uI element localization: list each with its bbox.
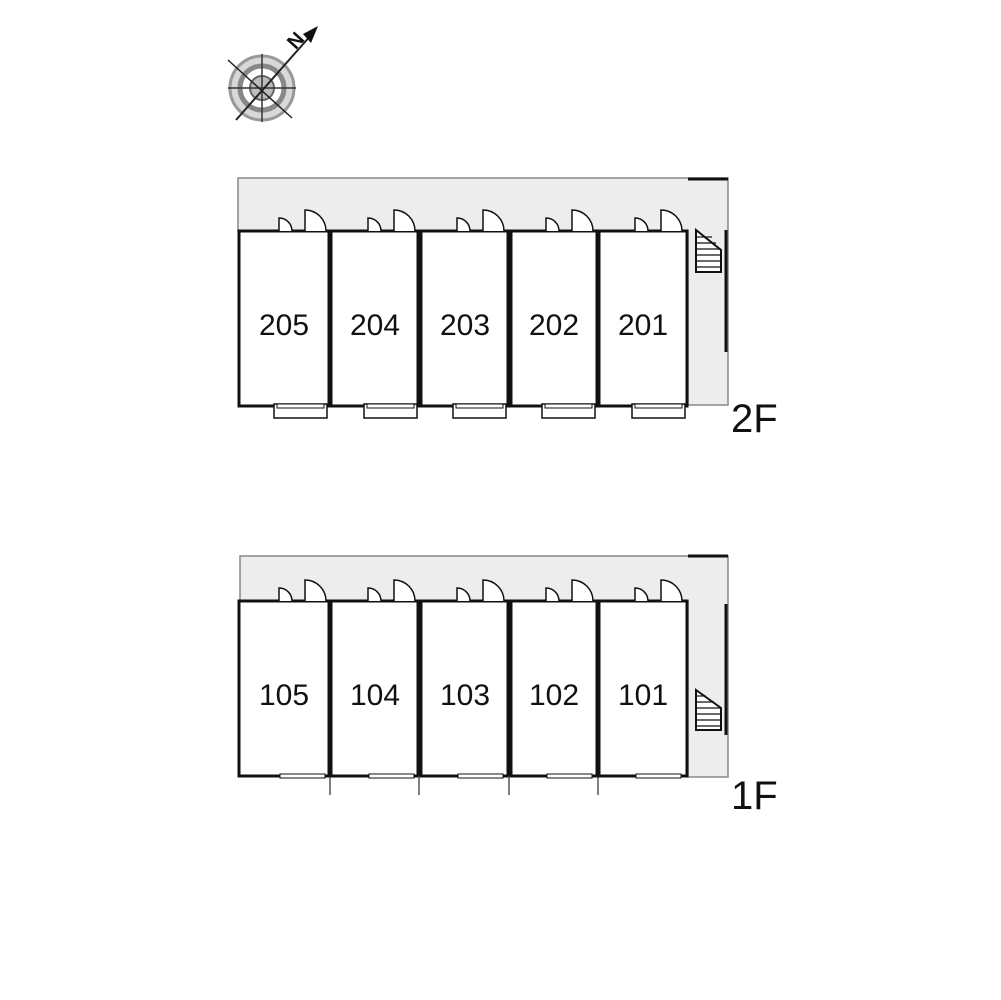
- floor-1f: 105 104 103: [237, 554, 778, 818]
- window-icon: [366, 403, 415, 409]
- door-icon: [278, 579, 327, 602]
- floor-2f: 205 204 203: [237, 177, 778, 441]
- unit-105-label: 105: [259, 679, 309, 712]
- unit-101-label: 101: [618, 679, 668, 712]
- door-icon: [456, 209, 505, 232]
- unit-204-label: 204: [350, 309, 400, 342]
- unit-103: 103: [419, 579, 510, 795]
- door-icon: [367, 579, 416, 602]
- door-icon: [278, 209, 327, 232]
- unit-102-label: 102: [529, 679, 579, 712]
- unit-201: 201: [597, 209, 689, 419]
- door-icon: [545, 209, 594, 232]
- door-icon: [456, 579, 505, 602]
- unit-101: 101: [597, 579, 689, 779]
- window-icon: [544, 403, 593, 409]
- unit-105: 105: [237, 579, 331, 795]
- unit-204: 204: [329, 209, 420, 419]
- unit-202-label: 202: [529, 309, 579, 342]
- door-icon: [634, 209, 683, 232]
- window-icon: [455, 403, 504, 409]
- window-icon: [276, 403, 325, 409]
- door-icon: [545, 579, 594, 602]
- window-icon: [634, 403, 683, 409]
- window-icon: [457, 773, 504, 779]
- window-icon: [635, 773, 682, 779]
- stairs-icon: [695, 688, 722, 731]
- floor-label-2f: 2F: [731, 397, 778, 441]
- unit-203-label: 203: [440, 309, 490, 342]
- door-icon: [634, 579, 683, 602]
- unit-104-label: 104: [350, 679, 400, 712]
- floor-label-1f: 1F: [731, 774, 778, 818]
- unit-203: 203: [419, 209, 510, 419]
- compass-north-icon: N: [227, 26, 318, 122]
- window-icon: [368, 773, 415, 779]
- unit-104: 104: [329, 579, 420, 795]
- unit-202: 202: [509, 209, 599, 419]
- window-icon: [546, 773, 593, 779]
- window-icon: [279, 773, 326, 779]
- unit-205: 205: [237, 209, 331, 419]
- stairs-icon: [695, 227, 722, 273]
- unit-103-label: 103: [440, 679, 490, 712]
- door-icon: [367, 209, 416, 232]
- compass-north-label: N: [283, 28, 309, 53]
- unit-102: 102: [509, 579, 599, 795]
- unit-201-label: 201: [618, 309, 668, 342]
- unit-205-label: 205: [259, 309, 309, 342]
